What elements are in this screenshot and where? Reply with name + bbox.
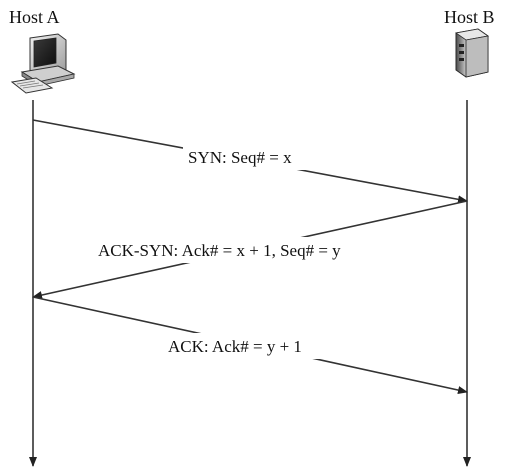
syn-label: SYN: Seq# = x [188, 148, 292, 167]
ack-syn-label: ACK-SYN: Ack# = x + 1, Seq# = y [98, 241, 341, 260]
syn-label-background [183, 144, 321, 170]
ack-syn-label-background [94, 237, 390, 263]
host-b-label: Host B [444, 7, 495, 27]
host-a-label: Host A [9, 7, 60, 27]
desktop-computer-icon [10, 33, 76, 94]
server-tower-icon [454, 28, 490, 78]
ack-label: ACK: Ack# = y + 1 [168, 337, 302, 356]
ack-label-background [164, 333, 338, 359]
